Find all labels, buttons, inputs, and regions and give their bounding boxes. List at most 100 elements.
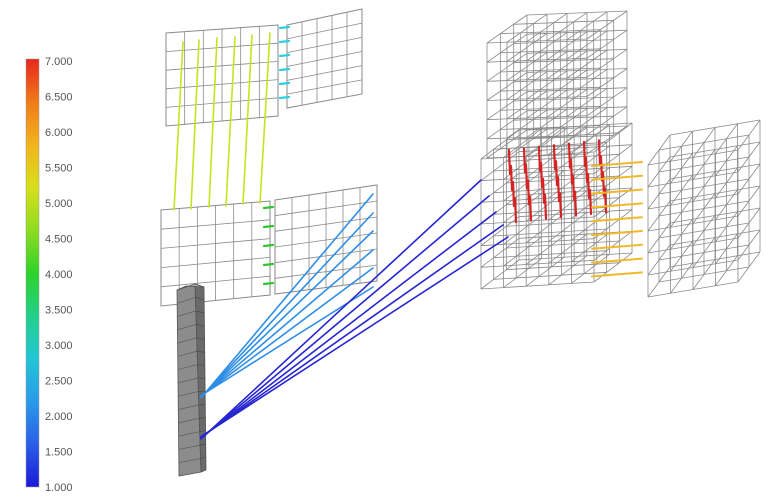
red-anchor-bar: [571, 174, 576, 201]
legend-tick-label: 6.500: [45, 92, 73, 104]
upper-right-slab-gridline: [286, 22, 363, 40]
upper-connectors: [278, 25, 291, 100]
upper-right-slab-gridline: [286, 65, 363, 81]
side-block-edge: [647, 149, 739, 166]
lower-block-edge: [525, 213, 565, 244]
legend-ticks: 7.0006.5006.0005.5005.0004.5004.0003.500…: [45, 56, 73, 494]
lower-left-slab-gridline: [160, 219, 271, 230]
lower-block-edge: [571, 254, 610, 284]
upper-block-edge: [500, 86, 601, 92]
column-segment-line: [199, 443, 207, 446]
red-anchor-bar: [588, 188, 593, 216]
red-anchor-bar: [597, 139, 602, 166]
side-block-edge: [658, 156, 750, 173]
upper-block-edge: [513, 39, 614, 44]
side-block-edge: [669, 229, 761, 246]
red-anchor-bar: [522, 147, 527, 174]
light-blue-cable: [200, 249, 374, 398]
side-block-edge: [658, 178, 750, 195]
lower-block-edge: [506, 132, 620, 141]
lower-block-edge: [571, 232, 610, 263]
lower-block-edge: [548, 255, 588, 286]
upper-block-edge: [586, 125, 628, 155]
red-anchor-bar: [511, 180, 516, 208]
orange-anchor-bar: [591, 174, 643, 181]
upper-right-slab-outline: [286, 8, 363, 109]
lower-block-edge: [493, 250, 607, 259]
connector-tick: [278, 53, 291, 58]
red-anchor-bar: [554, 160, 559, 187]
upper-left-slab-gridline: [165, 61, 279, 71]
side-block-edge: [647, 171, 739, 188]
upper-block-edge: [526, 106, 628, 112]
lower-left-slab: [160, 200, 271, 307]
lower-block-edge: [493, 141, 607, 150]
lower-block-edge: [480, 216, 520, 246]
column-segment-line: [197, 377, 206, 379]
lower-block-edge: [571, 210, 610, 241]
side-block-edge: [647, 259, 739, 276]
side-block-edge: [658, 244, 750, 261]
yellow-tie-line: [190, 39, 200, 210]
column-segment-line: [195, 297, 205, 301]
column-segment-line: [178, 444, 201, 450]
upper-block-edge: [500, 67, 601, 73]
lower-right-slab-gridline: [274, 248, 378, 264]
column-segment-line: [177, 377, 199, 384]
lower-block-edge: [503, 258, 542, 288]
upper-block-edge: [526, 68, 628, 73]
column-segment-line: [196, 337, 205, 340]
dark-blue-cables: [200, 179, 509, 440]
lower-block-edge: [548, 168, 588, 199]
column-segment-line: [177, 323, 197, 331]
upper-block-edge: [526, 13, 568, 42]
upper-right-slab: [286, 8, 363, 109]
column-top-face: [176, 283, 205, 291]
upper-block-edge: [586, 29, 628, 59]
upper-block-edge: [486, 96, 588, 101]
red-anchor-bar: [599, 155, 604, 182]
upper-block-edge: [486, 115, 588, 121]
lower-block-edge: [548, 212, 588, 242]
legend-tick-label: 4.000: [45, 269, 73, 281]
lower-right-slab-gridline: [274, 232, 378, 248]
upper-block-edge: [513, 115, 614, 121]
column-segment-line: [200, 456, 207, 459]
side-block-edge: [658, 266, 750, 283]
lower-block-edge: [480, 151, 520, 181]
side-block-edge: [647, 193, 739, 210]
side-block-edge: [647, 215, 739, 232]
side-block-edge: [669, 119, 761, 136]
lower-block-edge: [480, 173, 595, 182]
upper-block-edge: [513, 58, 614, 64]
legend-tick-label: 1.000: [45, 482, 73, 494]
upper-left-slab-gridline: [165, 97, 279, 108]
lower-block-edge: [548, 233, 588, 264]
lower-block-edge: [506, 240, 620, 249]
connector-tick: [278, 39, 291, 44]
lower-block-edge: [525, 256, 565, 287]
red-anchor-bars: [507, 139, 608, 224]
legend-tick-label: 3.000: [45, 340, 73, 352]
connector-tick: [262, 205, 275, 210]
lower-block-edge: [518, 165, 633, 174]
lower-block-edge: [480, 216, 595, 225]
connector-tick: [262, 224, 275, 229]
yellow-tie-lines: [173, 32, 271, 211]
connector-tick: [262, 262, 275, 267]
lower-block-edge: [593, 252, 633, 283]
upper-block: [486, 10, 628, 159]
dark-blue-cable: [200, 179, 482, 440]
structural-model: [160, 8, 761, 477]
lower-block-edge: [525, 126, 565, 157]
lower-block-edge: [518, 252, 633, 261]
upper-block-edge: [513, 77, 614, 83]
upper-left-slab-gridline: [165, 79, 279, 90]
lower-left-slab-gridline: [160, 275, 271, 288]
orange-anchor-bars: [591, 161, 643, 278]
lower-block-edge: [571, 145, 610, 176]
lower-block-edge: [506, 197, 620, 206]
light-blue-cable: [200, 267, 374, 397]
lower-connectors: [262, 205, 275, 286]
